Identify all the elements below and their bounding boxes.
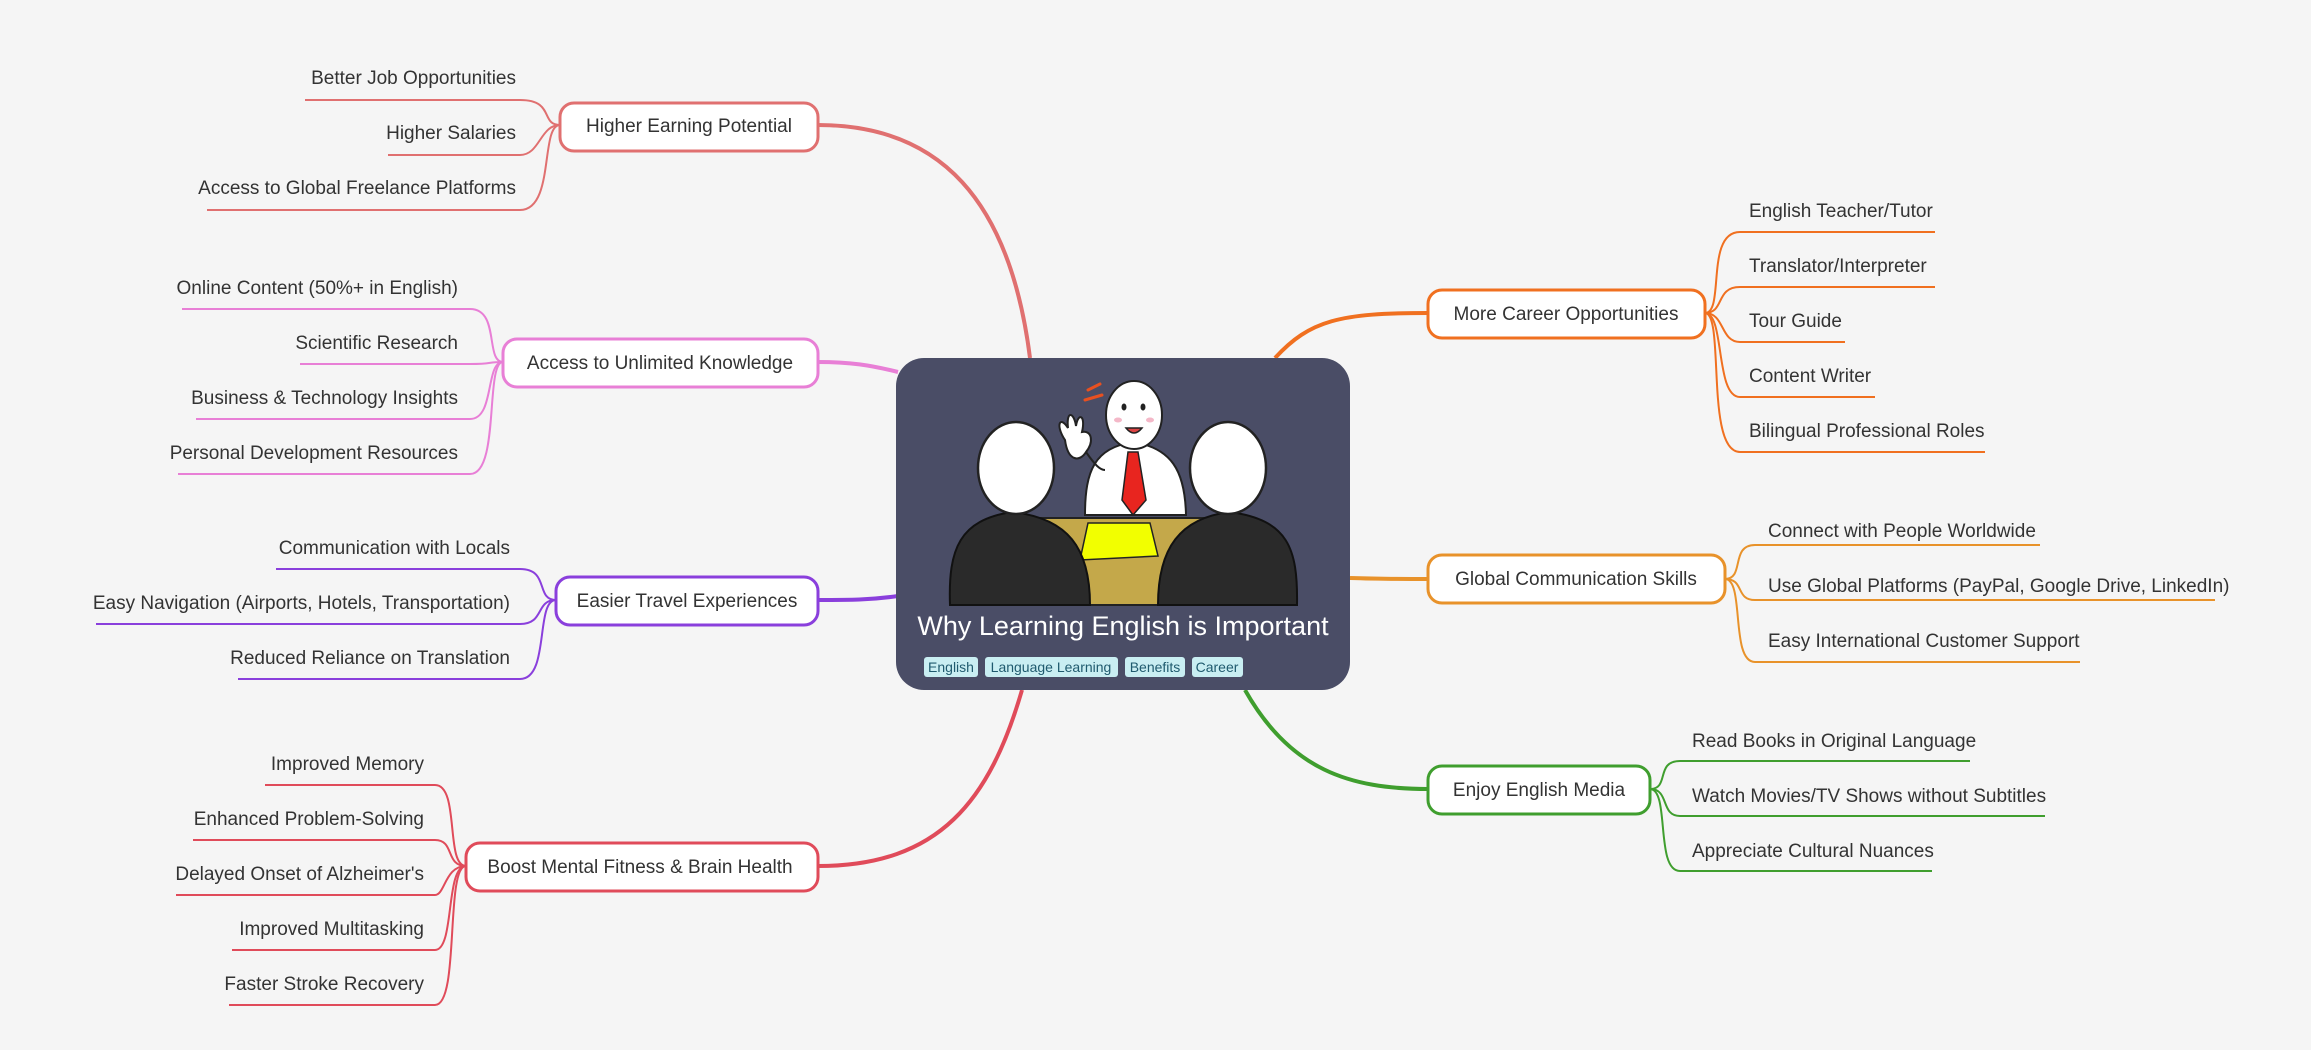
tag-english[interactable] [924,657,978,677]
branch-higher-earning-potential: Higher Earning Potential Better Job Oppo… [198,68,820,211]
branch-label-travel: Easier Travel Experiences [577,591,798,612]
leaf-higher-salaries[interactable]: Higher Salaries [386,123,516,144]
branch-node-higher-earning[interactable] [558,101,820,153]
connector-knowledge [817,360,899,374]
connector-media [1243,689,1429,791]
branch-node-mental[interactable] [464,841,820,893]
tag-benefits[interactable] [1125,657,1185,677]
leaf-easy-navigation[interactable]: Easy Navigation (Airports, Hotels, Trans… [93,593,510,614]
branch-node-media[interactable] [1426,764,1652,816]
left-listener-head-illustration [976,420,1056,516]
tag-career-label: Career [1196,659,1239,675]
main-connectors [817,123,1429,868]
paper-illustration [1079,522,1159,561]
leaf-improved-memory[interactable]: Improved Memory [271,754,425,775]
branch-boost-mental-fitness: Boost Mental Fitness & Brain Health Impr… [175,754,820,1006]
branch-easier-travel-experiences: Easier Travel Experiences Communication … [93,538,820,680]
leaf-translator[interactable]: Translator/Interpreter [1749,256,1927,277]
tag-list: English Language Learning Benefits Caree… [924,657,1243,677]
leaf-cultural-nuances[interactable]: Appreciate Cultural Nuances [1692,841,1934,862]
tag-benefits-label: Benefits [1130,659,1181,675]
tag-career[interactable] [1192,657,1243,677]
leaf-scientific-research[interactable]: Scientific Research [295,333,458,354]
branch-label-knowledge: Access to Unlimited Knowledge [527,353,793,374]
leaf-customer-support[interactable]: Easy International Customer Support [1768,631,2080,652]
hand-illustration [1058,414,1092,460]
leaf-online-content[interactable]: Online Content (50%+ in English) [177,278,458,299]
leaf-read-books[interactable]: Read Books in Original Language [1692,731,1976,752]
leaf-global-platforms[interactable]: Use Global Platforms (PayPal, Google Dri… [1768,576,2229,597]
meeting-illustration [948,380,1299,606]
leaf-bilingual-roles[interactable]: Bilingual Professional Roles [1749,421,1985,442]
tag-english-label: English [928,659,974,675]
branch-more-career-opportunities: More Career Opportunities English Teache… [1426,201,1985,453]
branch-access-to-unlimited-knowledge: Access to Unlimited Knowledge Online Con… [170,278,820,475]
leaf-improved-multitasking[interactable]: Improved Multitasking [239,919,424,940]
leaf-reduced-reliance[interactable]: Reduced Reliance on Translation [230,648,510,669]
connector-higher-earning [817,123,1032,359]
leaf-delayed-alzheimers[interactable]: Delayed Onset of Alzheimer's [175,864,424,885]
leaf-business-technology[interactable]: Business & Technology Insights [191,388,458,409]
central-title: Why Learning English is Important [917,611,1329,641]
connector-global [1349,576,1429,581]
leaf-better-job-opportunities[interactable]: Better Job Opportunities [311,68,516,89]
leaf-watch-movies[interactable]: Watch Movies/TV Shows without Subtitles [1692,786,2046,807]
branch-node-knowledge[interactable] [501,337,820,389]
branch-label-media: Enjoy English Media [1453,780,1626,801]
leaf-personal-development[interactable]: Personal Development Resources [170,443,458,464]
branch-label-career: More Career Opportunities [1454,304,1679,325]
branch-label-mental: Boost Mental Fitness & Brain Health [487,857,792,878]
tie-illustration [1121,451,1147,517]
connector-mental [817,689,1024,868]
exclamation-icon [1083,382,1104,402]
branch-label-global: Global Communication Skills [1455,569,1697,590]
tag-language-learning-label: Language Learning [991,659,1112,675]
leaf-connect-worldwide[interactable]: Connect with People Worldwide [1768,521,2036,542]
presenter-head-illustration [1105,380,1163,450]
connector-travel [817,594,899,602]
branch-node-global[interactable] [1426,553,1727,605]
right-listener-head-illustration [1188,420,1268,516]
branch-global-communication-skills: Global Communication Skills Connect with… [1426,521,2229,663]
leaf-communication-locals[interactable]: Communication with Locals [279,538,510,559]
leaf-tour-guide[interactable]: Tour Guide [1749,311,1842,332]
leaf-problem-solving[interactable]: Enhanced Problem-Solving [194,809,424,830]
leaf-content-writer[interactable]: Content Writer [1749,366,1872,387]
tag-language-learning[interactable] [985,657,1118,677]
branch-node-career[interactable] [1426,288,1707,340]
branch-label-higher-earning: Higher Earning Potential [586,116,792,137]
central-node[interactable]: Why Learning English is Important Englis… [896,358,1350,690]
connector-career [1273,311,1429,360]
branch-node-travel[interactable] [554,575,820,627]
leaf-global-freelance[interactable]: Access to Global Freelance Platforms [198,178,516,199]
leaf-english-teacher[interactable]: English Teacher/Tutor [1749,201,1933,222]
leaf-faster-stroke-recovery[interactable]: Faster Stroke Recovery [224,974,424,995]
branch-enjoy-english-media: Enjoy English Media Read Books in Origin… [1426,731,2046,872]
